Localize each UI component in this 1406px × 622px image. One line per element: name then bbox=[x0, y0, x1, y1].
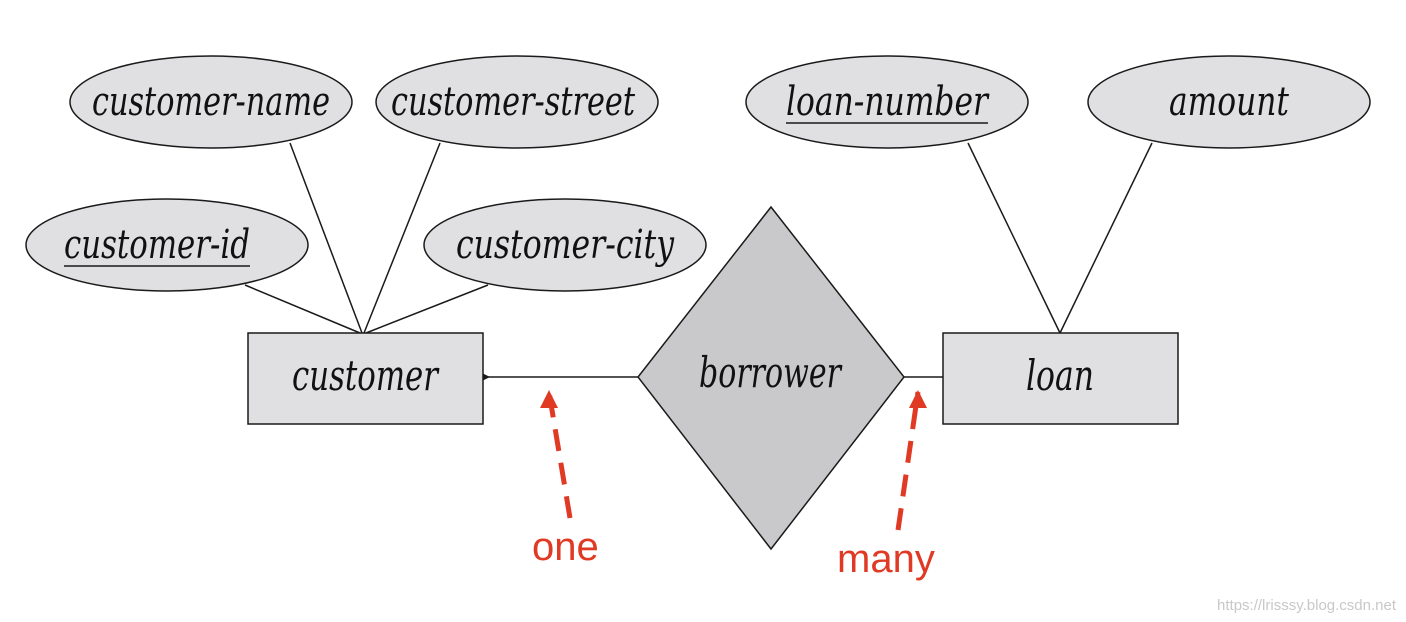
relationship-borrower: borrower bbox=[637, 205, 905, 551]
attribute-connectors bbox=[244, 142, 1153, 334]
attribute-customer-id: customer-id bbox=[25, 198, 309, 292]
one-label: one bbox=[532, 525, 599, 569]
connector-loan-number bbox=[967, 142, 1061, 334]
many-label: many bbox=[837, 537, 935, 581]
amount-label: amount bbox=[1169, 79, 1290, 125]
customer-name-label: customer-name bbox=[92, 79, 330, 125]
watermark: https://lrisssy.blog.csdn.net bbox=[1217, 597, 1397, 614]
attribute-customer-name: customer-name bbox=[69, 55, 353, 149]
entity-loan: loan bbox=[942, 332, 1179, 425]
connector-customer-name bbox=[289, 142, 363, 334]
attribute-loan-number: loan-number bbox=[745, 55, 1029, 149]
loan-entity-label: loan bbox=[1026, 351, 1094, 400]
connector-amount bbox=[1059, 142, 1153, 334]
attribute-amount: amount bbox=[1087, 55, 1371, 149]
one-dashed-arrow bbox=[540, 390, 573, 519]
connector-customer-city bbox=[365, 284, 489, 334]
borrower-relationship-label: borrower bbox=[699, 348, 843, 397]
customer-street-label: customer-street bbox=[391, 79, 636, 125]
annotation-one: one bbox=[532, 390, 599, 569]
customer-city-label: customer-city bbox=[456, 222, 675, 268]
attribute-customer-street: customer-street bbox=[375, 55, 659, 149]
many-dashed-arrow bbox=[895, 390, 927, 531]
customer-entity-label: customer bbox=[292, 351, 440, 400]
connector-customer-street bbox=[363, 142, 441, 334]
entity-customer: customer bbox=[247, 332, 484, 425]
loan-number-label: loan-number bbox=[786, 79, 990, 125]
attribute-customer-city: customer-city bbox=[423, 198, 707, 292]
customer-id-label: customer-id bbox=[64, 222, 250, 268]
annotation-many: many bbox=[837, 390, 935, 581]
connector-customer-id bbox=[244, 284, 361, 334]
